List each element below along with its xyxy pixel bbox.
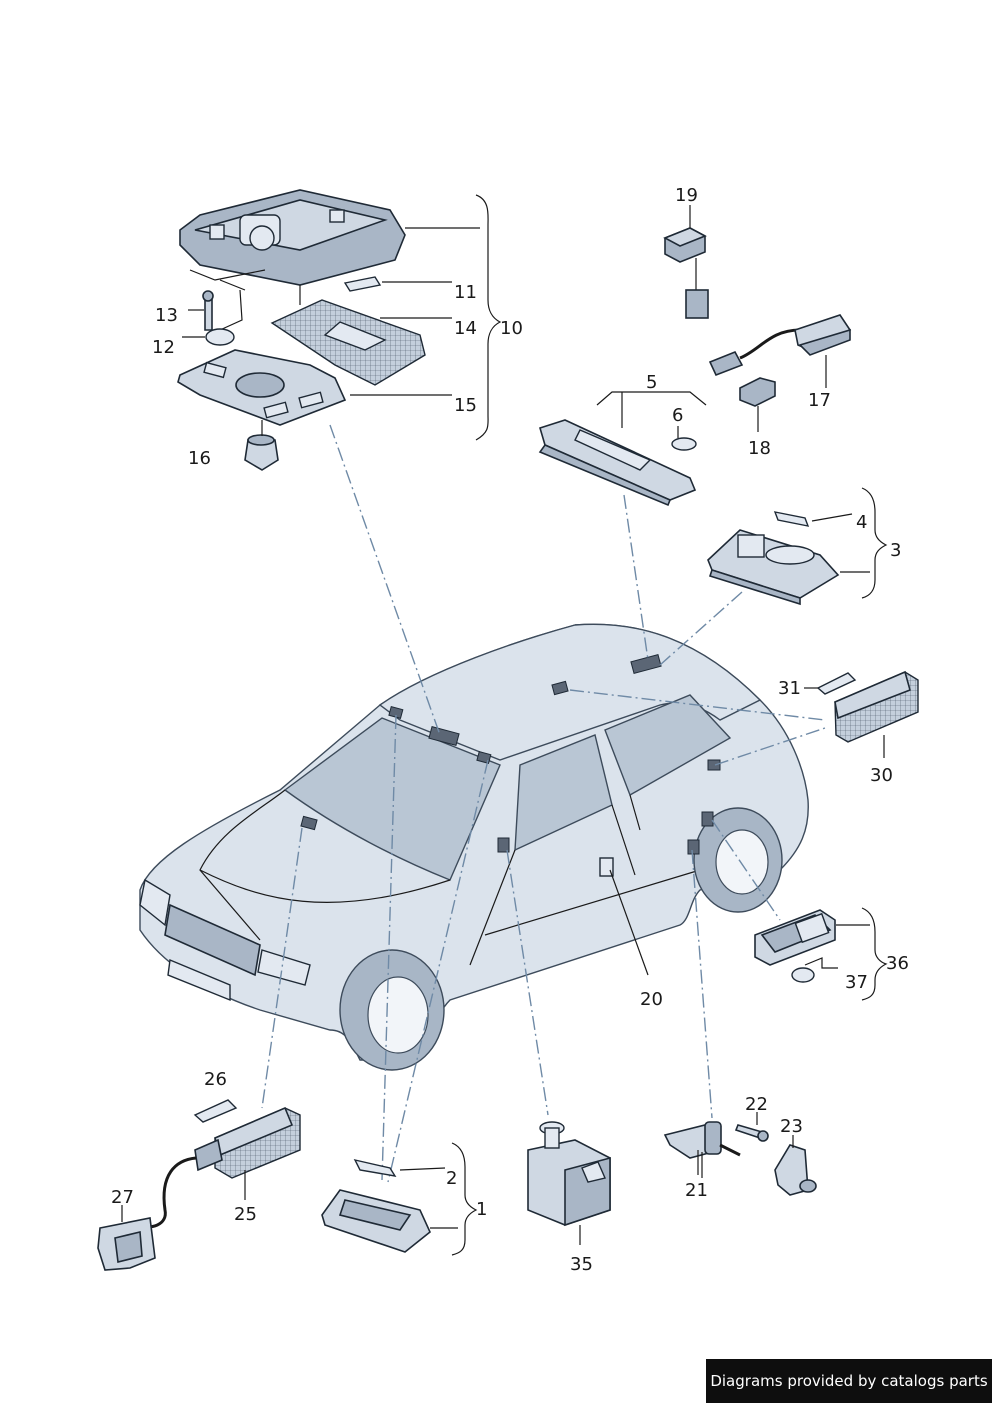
label-16: 16 [188,448,211,469]
label-4: 4 [856,512,868,533]
label-20: 20 [640,989,663,1010]
lamp-25 [97,1099,301,1271]
label-27: 27 [111,1187,134,1208]
label-5: 5 [646,372,658,393]
lamp-36 [754,907,888,1001]
label-3: 3 [890,540,902,561]
label-37: 37 [845,972,868,993]
label-10: 10 [500,318,523,339]
label-14: 14 [454,318,477,339]
label-12: 12 [152,337,175,358]
label-35: 35 [570,1254,593,1275]
lamp-30 [804,670,919,758]
label-25: 25 [234,1204,257,1225]
leader-20 [609,869,649,976]
label-17: 17 [808,390,831,411]
label-15: 15 [454,395,477,416]
label-18: 18 [748,438,771,459]
label-22: 22 [745,1094,768,1115]
label-11: 11 [454,282,477,303]
label-31: 31 [778,678,801,699]
label-2: 2 [446,1168,458,1189]
label-21: 21 [685,1180,708,1201]
car-body [139,623,809,1071]
motor-35 [527,1121,611,1245]
label-6: 6 [672,405,684,426]
credit-banner: Diagrams provided by catalogs parts [706,1359,992,1403]
lamp-1 [321,1142,478,1256]
label-26: 26 [204,1069,227,1090]
switch-21 [663,1112,817,1196]
roof-console-assembly [177,189,502,471]
label-23: 23 [780,1116,803,1137]
lamp-3 [707,487,888,606]
rear-lamp-5 [538,391,707,507]
label-13: 13 [155,305,178,326]
wiring-group-17-19 [663,205,852,432]
location-lines [261,424,826,1183]
label-19: 19 [675,185,698,206]
label-30: 30 [870,765,893,786]
label-1: 1 [476,1199,488,1220]
label-36: 36 [886,953,909,974]
